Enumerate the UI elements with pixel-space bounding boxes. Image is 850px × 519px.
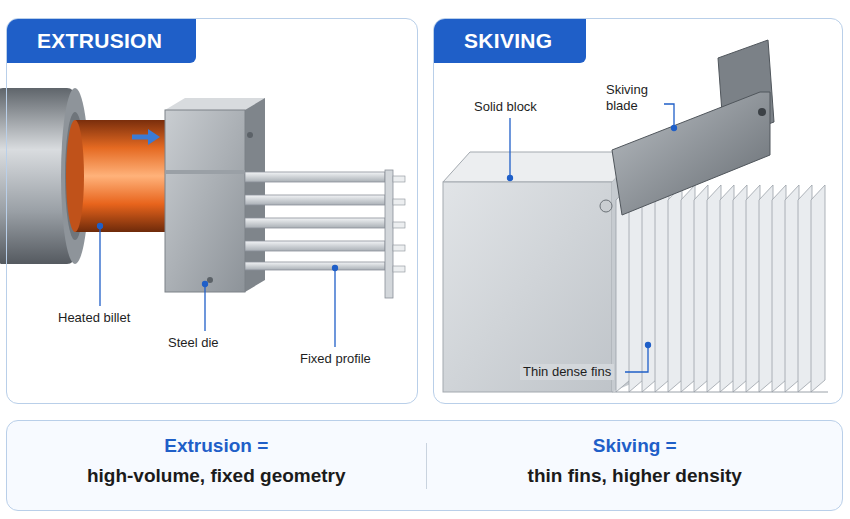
part-label: Skiving blade	[606, 82, 662, 114]
process-panel: SKIVING	[433, 18, 843, 404]
leader-lines	[508, 104, 677, 372]
summary-heading: Skiving =	[426, 435, 845, 457]
part-label: Solid block	[474, 99, 537, 115]
part-label: Heated billet	[58, 310, 130, 326]
summary-text: thin fins, higher density	[426, 465, 845, 487]
skiving-setup	[443, 40, 828, 392]
divider-line	[426, 443, 427, 489]
part-label: Thin dense fins	[520, 364, 614, 380]
extrusion-press	[0, 88, 405, 298]
panel-heading: SKIVING	[434, 19, 586, 63]
part-label: Fixed profile	[300, 351, 371, 367]
summary-box: Extrusion = high-volume, fixed geometrySk…	[6, 420, 843, 511]
panel-heading: EXTRUSION	[7, 19, 196, 63]
part-label: Steel die	[168, 335, 219, 351]
leader-lines	[98, 224, 338, 348]
summary-heading: Extrusion =	[7, 435, 426, 457]
summary-text: high-volume, fixed geometry	[7, 465, 426, 487]
